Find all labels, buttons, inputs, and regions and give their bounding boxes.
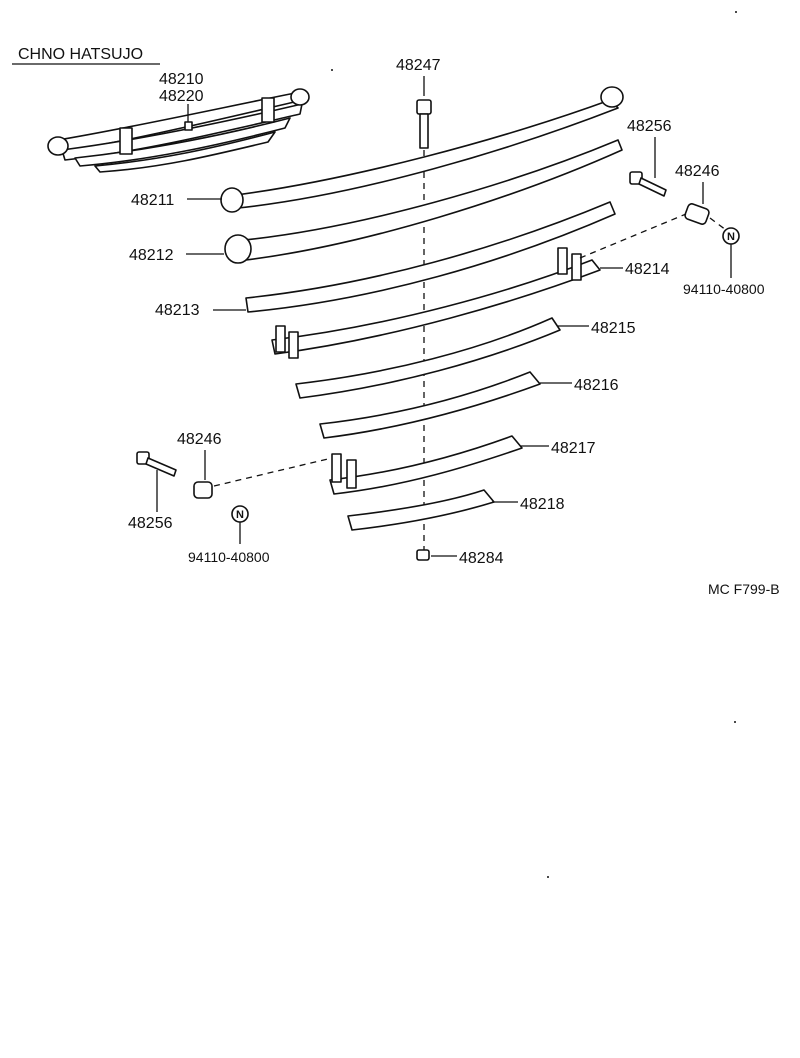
dash-to-n-top	[709, 217, 727, 231]
shackle-bolt-48256-top	[629, 171, 667, 197]
leaf-48215	[295, 317, 561, 399]
leaf-48213	[245, 201, 616, 313]
maker-title: CHNO HATSUJO	[18, 46, 143, 63]
part-label-48220: 48220	[159, 88, 204, 105]
part-label-48211: 48211	[131, 192, 174, 209]
leaf-48217	[329, 435, 523, 495]
leaf-48214	[271, 259, 601, 355]
leaf-48214-clip-d	[288, 331, 299, 359]
part-label-94110-bot: 94110-40800	[188, 549, 270, 565]
non-reusable-symbol-bot: N	[236, 509, 244, 521]
leaf-48217-clip-a	[331, 453, 342, 483]
bushing-48246-top	[684, 203, 710, 225]
leaf-48212-eye	[224, 234, 252, 264]
leaf-spring-assembly	[47, 88, 310, 173]
leaf-48217-clip-b	[346, 459, 357, 489]
nut-48284	[416, 549, 430, 561]
part-label-94110-top: 94110-40800	[683, 281, 765, 297]
leaf-48214-clip-a	[557, 247, 568, 275]
part-label-48256-bot: 48256	[128, 515, 173, 532]
part-label-48246-bot: 48246	[177, 431, 222, 448]
part-label-48284: 48284	[459, 550, 504, 567]
dash-link-bot	[213, 457, 333, 487]
part-label-48210: 48210	[159, 71, 204, 88]
part-label-48247: 48247	[396, 57, 441, 74]
scan-specks	[331, 11, 737, 878]
part-label-48213: 48213	[155, 302, 200, 319]
bushing-48246-bot	[193, 481, 213, 499]
part-label-48217: 48217	[551, 440, 596, 457]
leaf-48212	[243, 139, 623, 261]
part-label-48212: 48212	[129, 247, 174, 264]
leaf-48214-clip-b	[571, 253, 582, 281]
part-label-48256-top: 48256	[627, 118, 672, 135]
leaf-48214-clip-c	[275, 325, 286, 353]
figure-code: MC F799-B	[708, 581, 780, 597]
part-label-48215: 48215	[591, 320, 636, 337]
shackle-bolt-48256-bot	[136, 451, 177, 477]
leaf-48211-eye-right	[600, 86, 624, 108]
dash-link-top	[579, 213, 687, 259]
part-label-48246-top: 48246	[675, 163, 720, 180]
part-label-48218: 48218	[520, 496, 565, 513]
part-label-48216: 48216	[574, 377, 619, 394]
leaf-48218	[347, 489, 495, 531]
leaf-48211	[235, 99, 619, 209]
center-bolt-48247	[416, 99, 432, 149]
part-label-48214: 48214	[625, 261, 670, 278]
non-reusable-symbol-top: N	[727, 231, 735, 243]
leaf-48216	[319, 371, 541, 439]
leaf-48211-eye-left	[220, 187, 244, 213]
